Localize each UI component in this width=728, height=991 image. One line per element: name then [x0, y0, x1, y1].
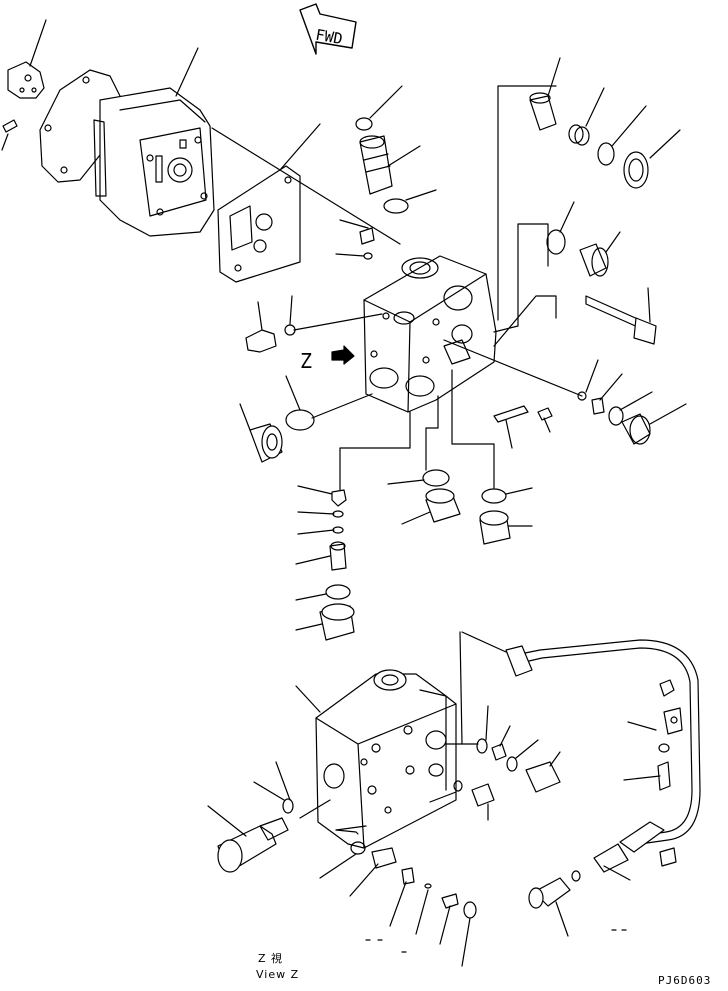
plug-left	[245, 295, 383, 353]
cap-lower-right	[479, 487, 533, 545]
hydraulic-pipe	[459, 631, 701, 881]
fwd-label: FWD	[314, 26, 344, 48]
view-caption-english: View Z	[256, 968, 300, 981]
pin	[1, 119, 18, 151]
check-valve-stack	[295, 485, 355, 641]
caption-marks	[365, 929, 627, 953]
o-ring-1	[597, 105, 647, 166]
long-bolt	[585, 287, 657, 345]
o-ring-top	[383, 189, 437, 214]
drawing-code: PJ6D603	[658, 974, 712, 987]
view-z-marker: Z	[300, 345, 355, 373]
bottom-center-parts	[319, 825, 477, 967]
flange-plate	[7, 19, 47, 99]
view-z-letter: Z	[300, 349, 312, 373]
lower-left-parts	[207, 761, 331, 873]
gasket	[217, 123, 321, 283]
cap-1	[623, 129, 681, 189]
lower-right-parts	[429, 705, 561, 821]
fwd-arrow-marker: FWD	[299, 3, 357, 55]
valve-block-lower	[295, 669, 457, 849]
pump-assembly	[39, 47, 215, 237]
plug-upper-right	[529, 57, 561, 131]
o-ring-2	[546, 201, 575, 255]
nameplate	[493, 405, 553, 449]
small-plug-top	[335, 219, 375, 260]
valve-block-upper	[363, 255, 497, 413]
o-ring-lower-mid	[387, 469, 461, 525]
view-caption-japanese: Z 視	[258, 952, 284, 965]
spring	[568, 87, 605, 146]
sensor-lower	[528, 870, 581, 937]
bushing	[579, 231, 621, 277]
fitting-top	[359, 135, 421, 195]
o-ring-left	[285, 375, 373, 431]
cap-left	[239, 403, 283, 463]
small-parts-right	[443, 339, 687, 445]
pipe-clamp-parts	[623, 679, 683, 867]
ball-1	[355, 85, 403, 131]
